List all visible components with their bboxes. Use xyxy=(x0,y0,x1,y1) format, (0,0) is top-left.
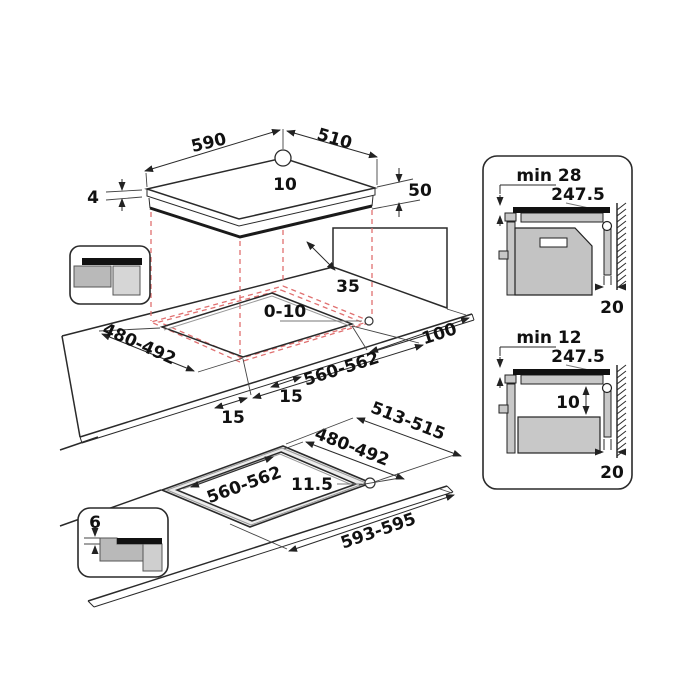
cabinet-side-clip xyxy=(504,212,517,222)
hob-glass-bar-2 xyxy=(513,369,610,375)
dim-min-28: min 28 xyxy=(516,166,581,186)
ext-593 xyxy=(229,488,453,550)
dim-line-513 xyxy=(356,417,462,457)
flush-mount-detail: 6 xyxy=(77,507,169,578)
dim-wall-gap-bottom: 20 xyxy=(600,463,624,483)
dim-line-480 xyxy=(101,333,195,372)
hob-glass-bottom xyxy=(146,188,376,227)
oven-body xyxy=(514,227,593,296)
cabinet-side-bar-2 xyxy=(506,383,516,454)
dim-glass-thickness: 4 xyxy=(87,188,99,208)
dim-wall-gap-top: 20 xyxy=(600,298,624,318)
cutout-outline xyxy=(159,292,355,358)
dim-line-15-left xyxy=(214,397,248,409)
dim-rebate-depth: 6 xyxy=(89,513,101,533)
dim-hob-width: 590 xyxy=(189,129,228,157)
hob-body-bar-2 xyxy=(520,374,604,385)
ext-590 xyxy=(145,129,284,188)
hob-glass-bar xyxy=(513,207,610,213)
hob-body-section-2 xyxy=(142,543,163,572)
dim-overhang-front: 15 xyxy=(279,387,303,407)
hob-body-sides xyxy=(148,195,374,209)
side-section-panel: min 28 247.5 20 min 12 xyxy=(482,155,633,490)
worktop-left-edge xyxy=(61,335,81,438)
dim-rear-clearance: 35 xyxy=(336,277,360,297)
drawer-body xyxy=(517,416,601,454)
hob-body-projection-outline xyxy=(157,289,367,359)
dim-body-height: 50 xyxy=(408,181,432,201)
dim-niche-depth-top: 247.5 xyxy=(551,185,605,205)
ext-560 xyxy=(242,325,420,396)
rear-seal-circle-2 xyxy=(601,382,613,394)
cabinet-side-clip-2 xyxy=(504,374,517,384)
oven-section: min 28 247.5 20 xyxy=(496,166,627,318)
hob-glass-section-2 xyxy=(117,538,162,544)
cabinet-side-tab xyxy=(498,250,509,260)
hob-top-view: 590 510 10 4 50 xyxy=(87,125,432,239)
worktop-section xyxy=(73,265,112,288)
min28-extension xyxy=(499,184,556,194)
drawer-section: min 12 247.5 10 20 xyxy=(496,328,627,483)
dim-outer-depth: 513-515 xyxy=(368,398,448,445)
hob-projection-outline xyxy=(149,285,374,363)
rear-reference-circle xyxy=(274,149,292,167)
ext-480 xyxy=(98,327,244,373)
rear-seal-circle xyxy=(601,220,613,232)
hob-body-section xyxy=(112,265,141,296)
dim-rear-offset: 10 xyxy=(273,175,297,195)
worktop-back-edge xyxy=(61,266,334,337)
ext-4 xyxy=(105,189,143,201)
cabinet-side-tab-2 xyxy=(498,404,509,414)
dim-line-560-flush xyxy=(190,456,274,488)
ext-513 xyxy=(285,417,458,483)
standard-cutout-view: 35 0-10 100 480-492 560-562 15 15 xyxy=(61,210,475,444)
dim-overhang-side: 15 xyxy=(221,408,245,428)
dim-line-510 xyxy=(286,129,378,159)
wall-hatching-top xyxy=(616,202,627,289)
hob-body-bottom-edge xyxy=(149,204,373,239)
oven-vent xyxy=(539,237,568,248)
dim-min-12: min 12 xyxy=(516,328,581,348)
dim-hob-depth: 510 xyxy=(315,125,355,154)
dim-hob-wall-gap: 0-10 xyxy=(264,302,307,322)
hob-glass-section xyxy=(82,258,142,265)
dim-right-clearance: 100 xyxy=(419,319,459,349)
rear-spacer-bar-2 xyxy=(603,389,612,438)
dim-drawer-gap: 10 xyxy=(556,393,580,413)
surface-mount-detail xyxy=(69,245,151,305)
wall-hatching-bottom xyxy=(616,364,627,457)
dim-line-35 xyxy=(306,241,336,271)
gap20-extensions-bottom xyxy=(603,439,612,450)
dim-line-560 xyxy=(252,344,424,399)
dim-line-590 xyxy=(144,128,281,173)
dim-corner-radius: 11.5 xyxy=(291,475,333,495)
hob-body-bar xyxy=(520,212,604,223)
dim-line-15-right xyxy=(270,376,302,388)
cutout-inner-wall xyxy=(163,295,351,331)
min12-extension xyxy=(499,346,556,356)
dim-cutout-depth: 480-492 xyxy=(99,319,178,369)
rear-spacer-bar xyxy=(603,227,612,276)
dim-niche-depth-bottom: 247.5 xyxy=(551,347,605,367)
gap-marker-circle xyxy=(364,316,374,326)
gap20-extensions-top xyxy=(603,276,612,285)
wall xyxy=(332,227,448,310)
dim-line-480-flush xyxy=(305,441,405,480)
dim-line-593 xyxy=(288,494,455,552)
